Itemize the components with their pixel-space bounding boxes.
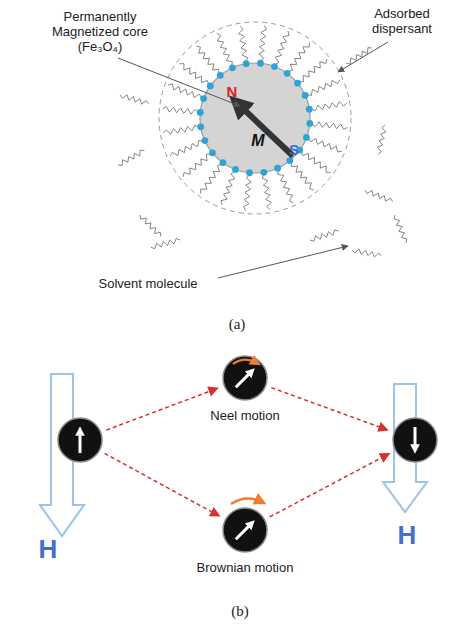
anchor-dot (306, 106, 313, 113)
anchor-dot (260, 169, 267, 176)
dispersant-chain (217, 33, 233, 66)
anchor-dot (303, 134, 310, 141)
particle-shape (221, 506, 269, 554)
callout-label: H (39, 535, 58, 565)
dispersant-chain (162, 106, 198, 114)
dispersant-chain (168, 84, 202, 98)
dispersant-chain (308, 138, 342, 152)
transition-arrow (106, 388, 218, 430)
particle-shape (221, 354, 269, 402)
motion-label: Brownian motion (197, 560, 294, 575)
callout-label: H (398, 521, 417, 551)
dispersant-chain (239, 26, 248, 62)
leader-line (218, 246, 348, 278)
dispersant-chain (163, 125, 199, 134)
solvent-molecule (118, 150, 144, 165)
anchor-dot (302, 92, 309, 99)
rotation-arc (231, 498, 262, 504)
anchor-dot (246, 169, 253, 176)
anchor-dot (201, 137, 208, 144)
solvent-molecule (365, 190, 393, 202)
particle-body (223, 508, 267, 552)
callout-label: N (227, 83, 238, 100)
dispersant-chain (180, 64, 209, 85)
dispersant-chain (301, 151, 330, 172)
anchor-dot (274, 165, 281, 172)
anchor-dot (197, 123, 204, 130)
leader-line (338, 42, 388, 72)
rotation-arc (233, 360, 257, 364)
solvent-molecule (394, 215, 407, 243)
anchor-dot (207, 82, 214, 89)
particle-body (58, 418, 102, 462)
solvent-molecule (310, 230, 339, 241)
solvent-molecules (118, 48, 407, 257)
particle-body (393, 418, 437, 462)
anchor-dot (197, 109, 204, 116)
callout-label: M (251, 132, 264, 150)
anchor-dot (219, 159, 226, 166)
dispersant-chain (275, 31, 289, 65)
moment-arrow (236, 523, 252, 539)
leader-line (118, 58, 240, 106)
particle-circle: Neel motion (221, 354, 269, 402)
solvent-molecule (140, 215, 161, 237)
transition-arrow (270, 454, 390, 517)
dispersant-chain (221, 171, 235, 205)
dispersant-shell (159, 22, 351, 214)
anchor-dot (229, 64, 236, 71)
anchor-dots (197, 60, 313, 176)
particle-shape (391, 416, 439, 464)
transition-arrow (271, 388, 387, 430)
anchor-dot (217, 72, 224, 79)
moment-arrow (414, 427, 417, 450)
dispersant-chain (243, 175, 251, 211)
motion-label: Neel motion (210, 408, 279, 423)
callout-label: (a) (229, 316, 246, 333)
dispersant-chain (259, 25, 267, 61)
dispersant-chain (201, 164, 222, 193)
dispersant-chain (278, 170, 294, 203)
transition-arrow (105, 453, 220, 516)
anchor-dot (284, 70, 291, 77)
dispersant-chain (183, 154, 211, 177)
dispersant-chain (312, 122, 348, 130)
moment-arrow (236, 371, 252, 387)
dispersant-chain (307, 80, 340, 96)
solvent-molecule (151, 238, 180, 248)
magnetic-core (200, 63, 310, 173)
solvent-molecule (346, 48, 372, 64)
dispersant-chain (299, 59, 327, 82)
solvent-molecule (377, 125, 385, 154)
anchor-dot (209, 149, 216, 156)
callout-label: (b) (231, 603, 249, 620)
particle-circle (391, 416, 439, 464)
dispersant-chain (288, 43, 309, 72)
callout-label: Permanently Magnetized core (Fe₃O₄) (41, 10, 159, 55)
particle-body (223, 356, 267, 400)
callout-label: Adsorbed dispersant (357, 7, 447, 37)
anchor-dot (294, 80, 301, 87)
dispersant-chain (170, 141, 203, 157)
moment-arrow (79, 430, 82, 453)
moment-arrow (236, 102, 293, 156)
particle-shape (56, 416, 104, 464)
anchor-dot (271, 63, 278, 70)
anchor-dot (200, 95, 207, 102)
particle-circle: Brownian motion (221, 506, 269, 554)
anchor-dot (257, 60, 264, 67)
solvent-molecule (120, 95, 149, 105)
callout-label: S (289, 141, 299, 158)
solvent-molecule (352, 249, 381, 257)
callout-label: Solvent molecule (99, 277, 198, 292)
particle-circle (56, 416, 104, 464)
dispersant-chain (196, 46, 219, 74)
dispersant-chain (291, 162, 314, 190)
dispersant-chain (311, 102, 347, 111)
anchor-dot (306, 120, 313, 127)
anchor-dot (232, 166, 239, 173)
dispersant-chains (162, 25, 347, 210)
dispersant-chain (262, 174, 271, 210)
anchor-dot (243, 60, 250, 67)
